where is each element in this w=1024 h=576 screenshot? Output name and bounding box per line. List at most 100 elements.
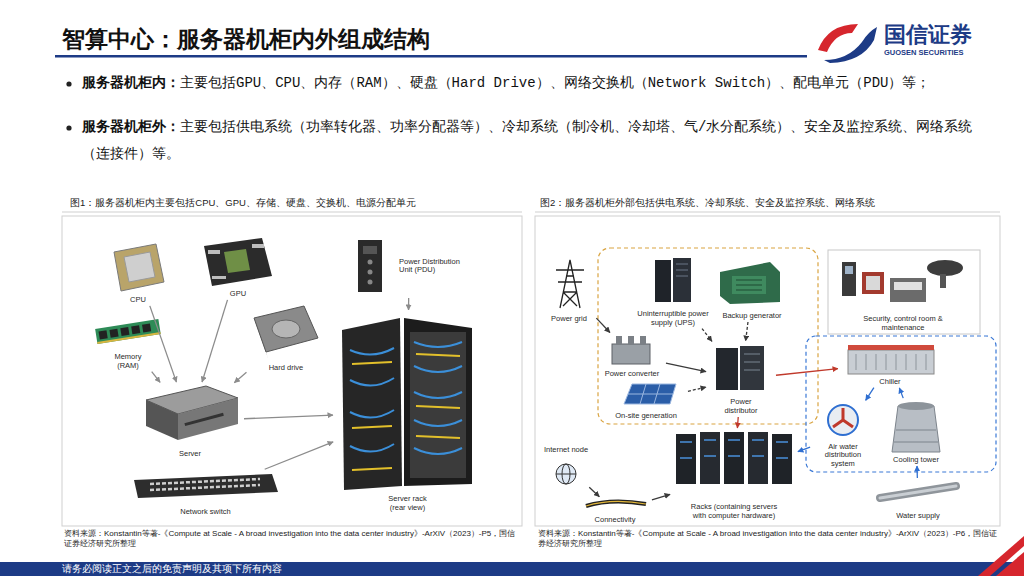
company-logo [824,27,877,63]
cooling-tower [898,402,934,410]
connectivity-cable [586,501,646,506]
component-node: Power distributor [708,343,774,415]
node-label: Server rack (rear view) [383,495,433,512]
security-equipment [894,282,922,290]
backup-generator [720,262,780,304]
memory-module [142,323,151,332]
gpu-board [204,238,272,286]
figure-frame [62,212,522,213]
security-equipment [862,272,884,294]
server-rack-illustration [352,362,392,470]
source-note: 资料来源：Konstantin等著-《Compute at Scale - A … [538,529,998,550]
node-label: Internet node [543,446,589,454]
node-label: CPU [129,296,147,304]
memory-module [95,319,161,344]
gpu-board [252,244,264,248]
cooling-region [806,336,996,472]
server-rack-illustration [342,318,472,490]
figure-frame [535,212,1000,213]
server-rack-illustration [410,332,466,478]
connector-arrow [234,372,246,383]
gpu-board [208,250,220,254]
cooling-tower [894,430,938,442]
figure-caption: 图2：服务器机柜外部包括供电系统、冷却系统、安全及监控系统、网络系统 [540,197,875,209]
hard-drive [272,320,300,338]
node-label: Connectivity [594,516,637,524]
cpu-chip [124,252,155,282]
bullet-dot [66,125,71,130]
internet-globe [556,474,576,475]
component-node: Power grid [543,255,595,323]
chiller-unit [848,345,934,374]
power-distributor [740,346,764,390]
node-label: Server [178,450,202,458]
air-water-fan [833,408,853,427]
node-label: Water supply [895,512,941,520]
pdu-unit [368,270,373,275]
component-node: Connectivity [580,498,650,524]
connector-arrow [265,442,333,469]
power-converter [612,344,650,364]
server-rack-illustration [404,318,472,486]
disclaimer-footer: 请务必阅读正文之后的免责声明及其项下所有内容 [62,563,282,575]
solar-panel [624,384,676,404]
ups-cabinet [676,264,688,276]
component-node: Security, control room & maintenance [828,252,978,332]
power-region [598,248,818,424]
component-node: Network switch [128,470,283,516]
memory-module [120,327,129,336]
component-node: Server rack (rear view) [335,312,480,512]
node-label: Network switch [179,508,231,516]
air-water-fan [828,405,858,435]
connector-arrow [866,388,874,401]
server-unit [146,386,238,440]
connector-arrow [702,329,712,342]
footer-bar [978,536,1024,576]
title-rule [55,55,807,58]
component-node: Air water distribution system [812,402,874,468]
company-logo [818,24,858,52]
slide-title: 智算中心：服务器机柜内外组成结构 [62,25,430,53]
node-label: Power Distribution Unit (PDU) [398,258,466,275]
server-rack-illustration [416,354,460,438]
connector-arrow [652,494,670,499]
bullet-text: 主要包括GPU、CPU、内存（RAM）、硬盘（Hard Drive）、网络交换机… [180,75,930,91]
rack-row [676,432,792,484]
internet-globe [556,464,576,484]
company-name-en: GUOSEN SECURITIES [884,48,964,58]
component-node: Cooling tower [880,400,952,464]
gpu-board [224,249,250,273]
component-node: Chiller [840,340,940,386]
component-node: Hard drive [248,304,324,372]
memory-module [109,329,118,338]
component-node: Uninterruptible power supply (UPS) [625,255,721,327]
pdu-unit [358,240,382,292]
power-converter [628,336,634,344]
connectivity-cable [586,501,646,506]
power-converter [616,336,622,344]
security-equipment [866,276,880,290]
internet-globe [556,464,576,484]
component-node: CPU [108,240,168,304]
ups-cabinet [655,260,671,302]
cpu-chip [114,244,164,291]
security-equipment [927,260,963,276]
hard-drive [254,306,318,358]
connector-arrow [596,318,610,332]
gpu-board [204,238,272,286]
server-unit [146,400,178,440]
security-equipment [890,278,926,302]
power-grid-tower [556,260,584,308]
connector-arrow [899,388,903,398]
security-frame [828,250,980,334]
network-switch [134,474,278,498]
backup-generator [736,280,762,290]
node-label: Power distributor [715,398,767,415]
power-converter [640,336,646,344]
memory-module [95,319,161,344]
connector-arrow [408,298,409,310]
connector-arrow [916,466,918,478]
